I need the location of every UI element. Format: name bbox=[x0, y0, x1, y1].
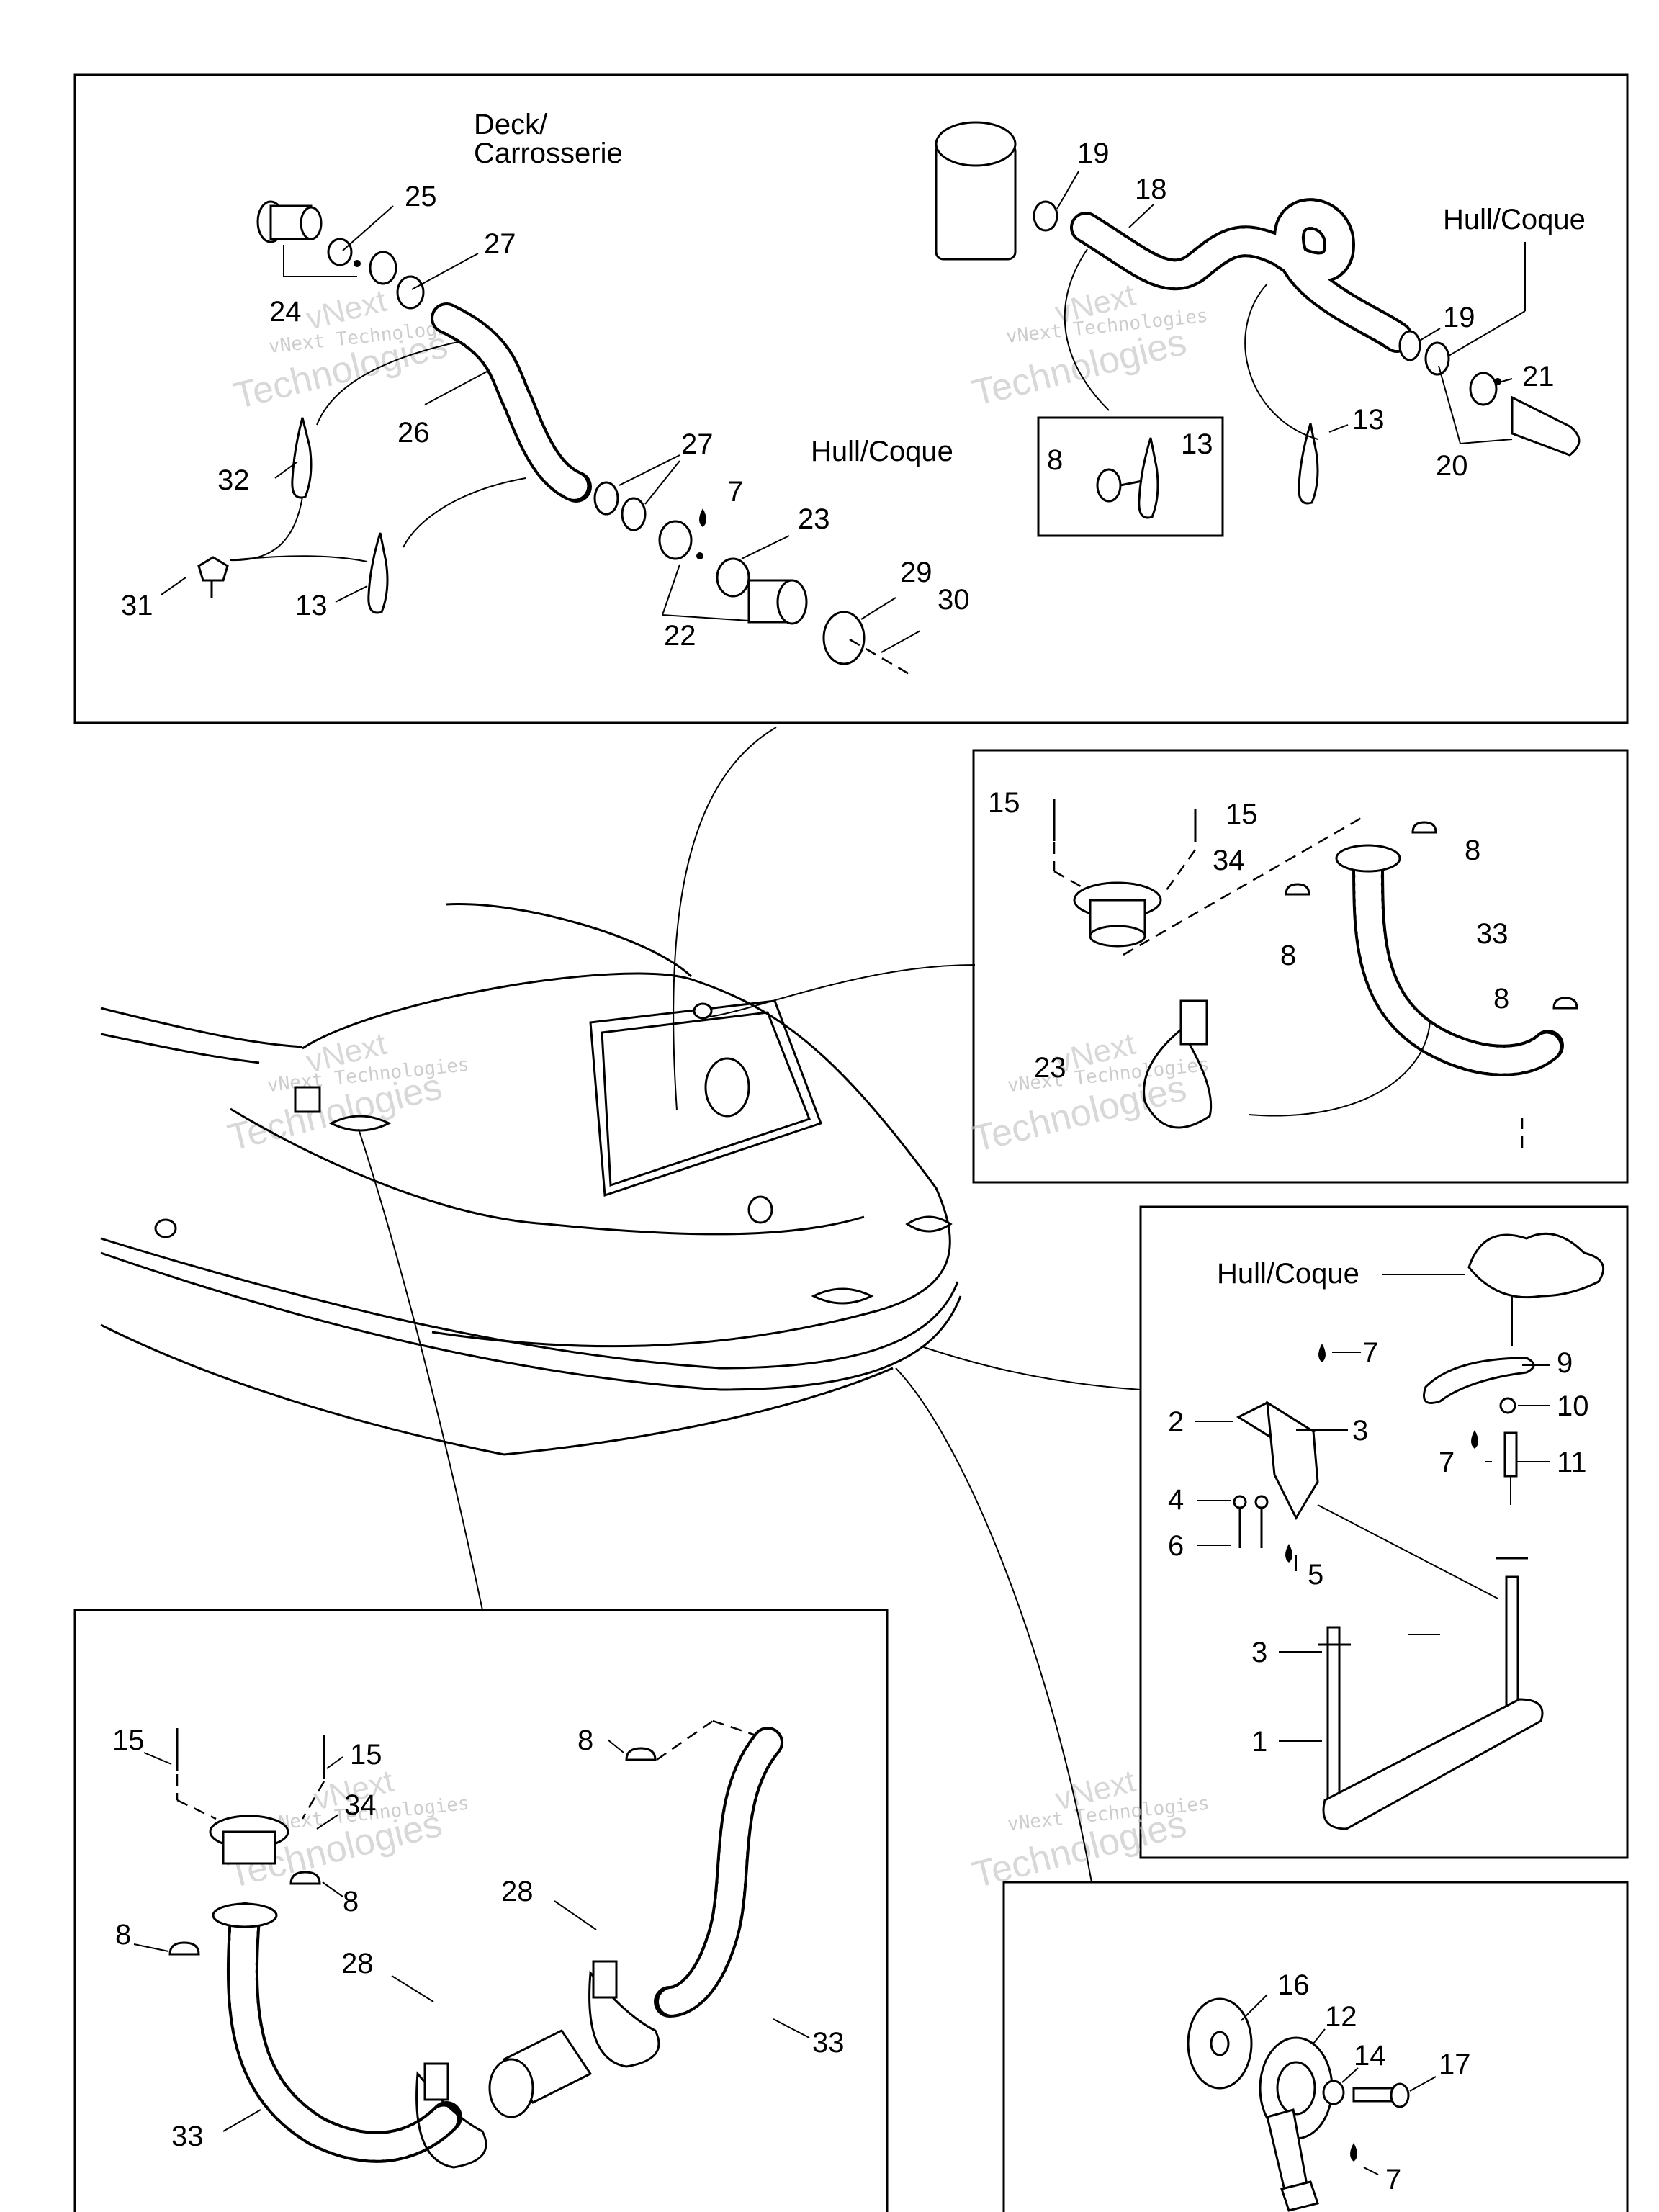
vent-hose-assembly bbox=[1053, 799, 1578, 1152]
watermark-mid-right: vNext vNext Technologies Technologies bbox=[968, 1026, 1210, 1161]
hull-coque-heading-top-right: Hull/Coque bbox=[1443, 204, 1586, 235]
callout: 15 bbox=[988, 787, 1020, 819]
callout: 16 bbox=[1277, 1969, 1310, 2001]
callout: 7 bbox=[1385, 2164, 1401, 2195]
reboarding-step-assembly bbox=[1195, 1232, 1605, 1830]
deck-carrosserie-heading-2: Carrosserie bbox=[474, 138, 623, 169]
bilge-pump-assembly bbox=[935, 121, 1581, 519]
callout: 8 bbox=[343, 1886, 359, 1917]
callout: 22 bbox=[664, 620, 696, 652]
hull-coque-heading-top-left: Hull/Coque bbox=[811, 436, 953, 467]
callout: 13 bbox=[1181, 428, 1213, 460]
callout: 6 bbox=[1168, 1530, 1184, 1562]
panel-bottom-left-frame bbox=[73, 1609, 889, 2212]
callout: 18 bbox=[1135, 174, 1167, 205]
callout: 21 bbox=[1522, 361, 1555, 392]
panel-mid-right-frame bbox=[972, 749, 1629, 1184]
panel-top-frame bbox=[73, 73, 1629, 724]
callout: 10 bbox=[1557, 1390, 1589, 1422]
callout: 15 bbox=[112, 1725, 145, 1756]
callout: 33 bbox=[171, 2121, 204, 2152]
panel-right-frame bbox=[1139, 1205, 1629, 1859]
callout: 33 bbox=[1476, 918, 1509, 950]
callout: 8 bbox=[1047, 444, 1063, 476]
callout: 30 bbox=[938, 584, 970, 616]
callout: 12 bbox=[1325, 2001, 1357, 2033]
callout: 15 bbox=[1226, 799, 1258, 830]
deck-carrosserie-heading-1: Deck/ bbox=[474, 109, 548, 140]
callout: 3 bbox=[1352, 1415, 1368, 1447]
callout: 31 bbox=[121, 590, 153, 621]
callout: 23 bbox=[798, 503, 830, 535]
callout: 24 bbox=[269, 296, 302, 328]
callout: 9 bbox=[1557, 1347, 1573, 1379]
callout: 34 bbox=[1213, 845, 1245, 876]
inset-fastener-frame bbox=[1037, 416, 1224, 537]
callout: 13 bbox=[1352, 404, 1385, 436]
callout: 28 bbox=[341, 1948, 374, 1979]
watermark-top-left: vNext vNext Technologies Technologies bbox=[230, 283, 472, 418]
callout: 27 bbox=[681, 428, 714, 460]
hull-coque-heading-right: Hull/Coque bbox=[1217, 1258, 1359, 1290]
callout: 25 bbox=[405, 181, 437, 212]
callout: 26 bbox=[397, 417, 430, 449]
callout: 8 bbox=[1465, 835, 1480, 866]
callout: 15 bbox=[350, 1739, 382, 1771]
callout: 8 bbox=[577, 1725, 593, 1756]
callout: 7 bbox=[727, 476, 743, 508]
callout: 29 bbox=[900, 557, 932, 588]
callout: 28 bbox=[501, 1876, 534, 1907]
callout: 20 bbox=[1436, 450, 1468, 482]
drain-plug-assembly bbox=[1187, 1994, 1437, 2212]
callout: 8 bbox=[1493, 983, 1509, 1015]
callout: 17 bbox=[1439, 2049, 1471, 2080]
callout: 14 bbox=[1354, 2040, 1386, 2072]
watermark-center: vNext vNext Technologies Technologies bbox=[224, 1026, 470, 1159]
callout: 34 bbox=[344, 1789, 377, 1821]
callout: 7 bbox=[1362, 1337, 1378, 1369]
callout: 1 bbox=[1251, 1726, 1267, 1758]
callout: 8 bbox=[115, 1919, 131, 1951]
callout: 8 bbox=[1280, 940, 1296, 971]
callout: 23 bbox=[1034, 1052, 1066, 1084]
callout: 33 bbox=[812, 2027, 845, 2059]
callout: 4 bbox=[1168, 1484, 1184, 1516]
vent-ducting-assembly bbox=[133, 1719, 810, 2169]
callout: 7 bbox=[1439, 1447, 1455, 1478]
watermark-top-right: vNext vNext Technologies Technologies bbox=[968, 277, 1209, 415]
callout: 2 bbox=[1168, 1406, 1184, 1438]
panel-bottom-right-frame bbox=[1002, 1881, 1629, 2212]
callout: 19 bbox=[1443, 302, 1475, 333]
callout: 19 bbox=[1077, 138, 1110, 169]
callout: 32 bbox=[217, 464, 250, 496]
watercraft-hull-drawing bbox=[100, 727, 1141, 1883]
callout: 27 bbox=[484, 228, 516, 260]
callout: 13 bbox=[295, 590, 328, 621]
deck-drain-assembly bbox=[161, 200, 921, 677]
watermark-bottom-right: vNext vNext Technologies Technologies bbox=[968, 1763, 1210, 1897]
callout: 5 bbox=[1308, 1559, 1323, 1591]
callout: 3 bbox=[1251, 1637, 1267, 1668]
callout: 11 bbox=[1557, 1447, 1587, 1478]
